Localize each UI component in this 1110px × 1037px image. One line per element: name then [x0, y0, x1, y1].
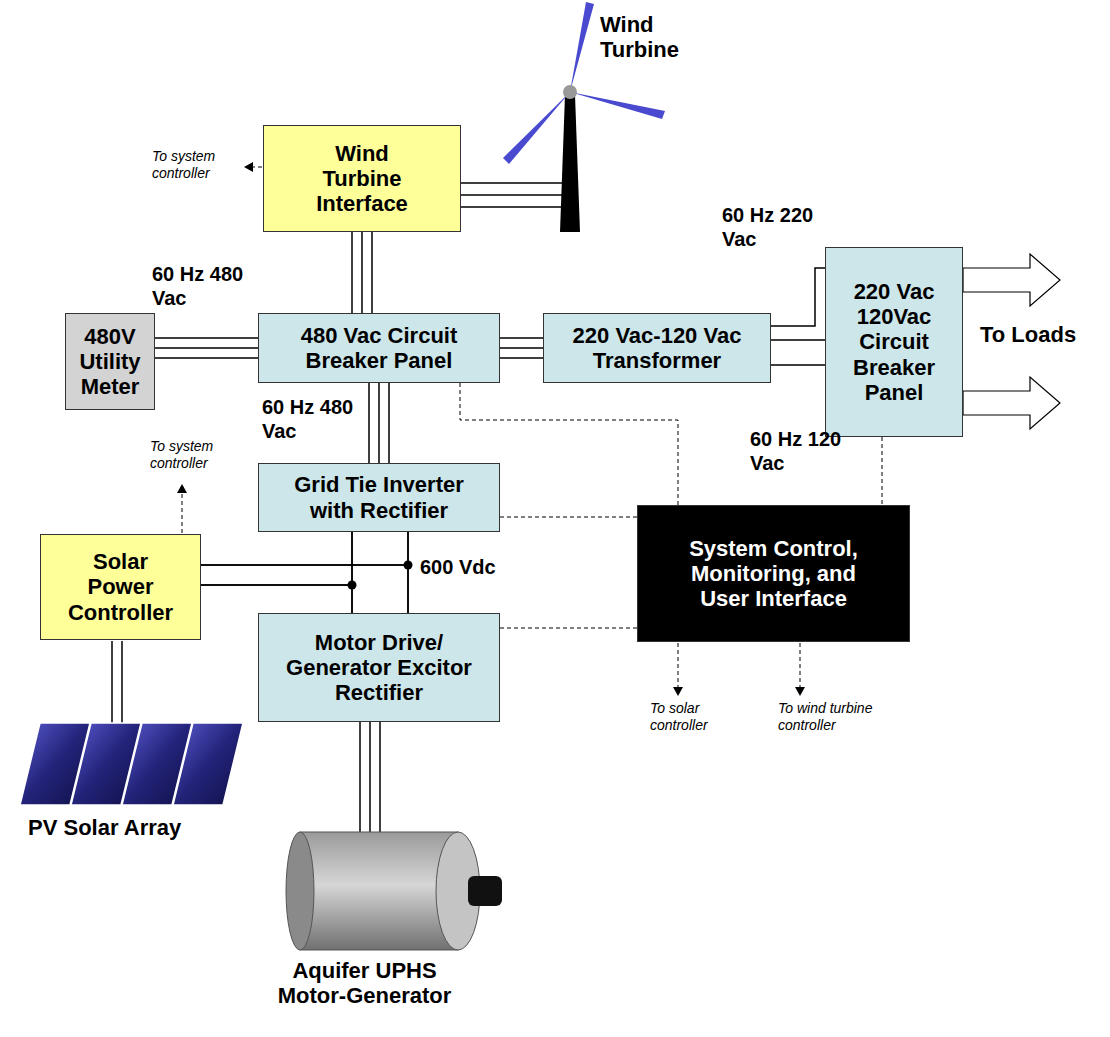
wind-turbine-figure: [570, 2, 594, 92]
box-label: 480 Vac Circuit Breaker Panel: [284, 323, 474, 374]
control-arrow: [678, 643, 679, 688]
box-label: 220 Vac 120Vac Circuit Breaker Panel: [842, 279, 946, 405]
component-label: Aquifer UPHS Motor-Generator: [272, 958, 457, 1009]
pv-array-figure: [20, 723, 243, 805]
arrow-head: [177, 484, 187, 493]
wind-turbine-figure: [570, 92, 665, 119]
turbine-wires: [461, 206, 568, 208]
control-arrow: [800, 643, 801, 688]
signal-label: 60 Hz 480 Vac: [152, 262, 252, 310]
box-label: 220 Vac-120 Vac Transformer: [552, 323, 762, 374]
panel-box: 220 Vac 120Vac Circuit Breaker Panel: [825, 247, 963, 437]
box-label: Motor Drive/ Generator Excitor Rectifier: [277, 630, 482, 706]
turbine-wires: [461, 183, 568, 207]
signal-label: 60 Hz 220 Vac: [722, 203, 822, 251]
signal-label: 60 Hz 120 Vac: [750, 427, 850, 475]
load-label: To Loads: [980, 322, 1105, 347]
note-label: To wind turbine controller: [778, 700, 913, 734]
box-label: Wind Turbine Interface: [301, 141, 423, 217]
control-link: [882, 437, 883, 505]
arrow-head: [795, 687, 805, 696]
power-wire: [352, 532, 408, 613]
arrow-head: [673, 687, 683, 696]
power-wire: [201, 565, 408, 613]
meter-box: 480V Utility Meter: [65, 313, 155, 410]
note-label: To solar controller: [650, 700, 735, 734]
motor-generator-figure: [286, 832, 502, 950]
turbine-wires: [461, 182, 568, 184]
interface-box: Wind Turbine Interface: [263, 125, 461, 232]
power-wire: [352, 232, 372, 313]
wind-turbine-figure: [563, 85, 577, 99]
box-label: System Control, Monitoring, and User Int…: [671, 536, 876, 612]
control-arrow: [182, 492, 183, 533]
solar-wires: [112, 641, 122, 725]
panel-box: 480 Vac Circuit Breaker Panel: [258, 313, 500, 383]
pv-array-figure: [173, 723, 243, 805]
component-label: Wind Turbine: [600, 12, 730, 63]
box-label: Grid Tie Inverter with Rectifier: [277, 472, 482, 523]
load-arrow: [963, 377, 1060, 429]
note-label: To system controller: [152, 148, 237, 182]
turbine-wires: [461, 194, 568, 196]
power-wire: [201, 532, 408, 585]
power-wire: [155, 338, 258, 358]
wind-turbine-figure: [560, 95, 580, 232]
motor-generator-figure: [286, 832, 314, 950]
signal-label: 600 Vdc: [420, 555, 530, 579]
controller-box: Solar Power Controller: [40, 534, 201, 640]
signal-label: 60 Hz 480 Vac: [262, 395, 362, 443]
inverter-box: Grid Tie Inverter with Rectifier: [258, 463, 500, 532]
motor-generator-figure: [468, 876, 502, 906]
motor-wires: [360, 722, 380, 836]
motor-wires: [379, 722, 381, 834]
control-arrow: [252, 167, 262, 168]
control-link: [500, 628, 637, 629]
solar-wires: [121, 641, 123, 725]
arrow-head: [244, 162, 253, 172]
box-label: 480V Utility Meter: [71, 324, 149, 400]
component-label: PV Solar Array: [28, 815, 248, 840]
motor-wires: [369, 722, 371, 834]
motor-wires: [359, 722, 361, 836]
control-box: System Control, Monitoring, and User Int…: [637, 505, 910, 642]
power-wire: [500, 338, 543, 358]
load-arrow: [963, 254, 1060, 306]
drive-box: Motor Drive/ Generator Excitor Rectifier: [258, 613, 500, 722]
note-label: To system controller: [150, 438, 235, 472]
motor-generator-figure: [300, 832, 458, 950]
box-label: Solar Power Controller: [62, 549, 180, 625]
solar-wires: [111, 641, 113, 725]
control-link: [500, 517, 637, 518]
transformer-box: 220 Vac-120 Vac Transformer: [543, 313, 771, 383]
power-wire: [369, 383, 389, 463]
wind-turbine-figure: [503, 92, 570, 164]
